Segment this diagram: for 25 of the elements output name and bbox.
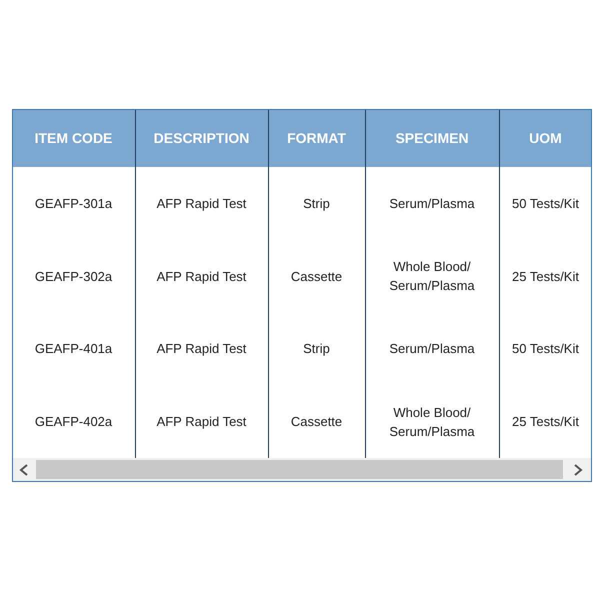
specimen-value: Serum/Plasma	[389, 195, 475, 213]
column-header: SPECIMEN	[395, 128, 469, 148]
product-name: AFP Rapid Test	[156, 340, 246, 358]
format-value: Cassette	[290, 268, 342, 286]
product-name: AFP Rapid Test	[156, 413, 246, 431]
unit-value: 25 Tests/Kit	[512, 413, 579, 431]
unit-value: 50 Tests/Kit	[512, 195, 579, 213]
column-header: FORMAT	[287, 128, 346, 148]
specimen-value: Serum/Plasma	[389, 340, 475, 358]
item-code: GEAFP-401a	[34, 340, 112, 358]
column-header: UOM	[529, 128, 562, 148]
unit-value: 25 Tests/Kit	[512, 268, 579, 286]
product-name: AFP Rapid Test	[156, 195, 246, 213]
item-code: GEAFP-402a	[34, 413, 112, 431]
column-header: ITEM CODE	[34, 128, 112, 148]
column-header: DESCRIPTION	[154, 128, 250, 148]
unit-value: 50 Tests/Kit	[512, 340, 579, 358]
format-value: Strip	[303, 195, 330, 213]
item-code: GEAFP-302a	[34, 268, 112, 286]
product-name: AFP Rapid Test	[156, 268, 246, 286]
format-value: Strip	[303, 340, 330, 358]
specimen-value: Whole Blood/ Serum/Plasma	[388, 258, 476, 295]
format-value: Cassette	[290, 413, 342, 431]
item-code: GEAFP-301a	[34, 195, 112, 213]
specimen-value: Whole Blood/ Serum/Plasma	[388, 404, 476, 440]
